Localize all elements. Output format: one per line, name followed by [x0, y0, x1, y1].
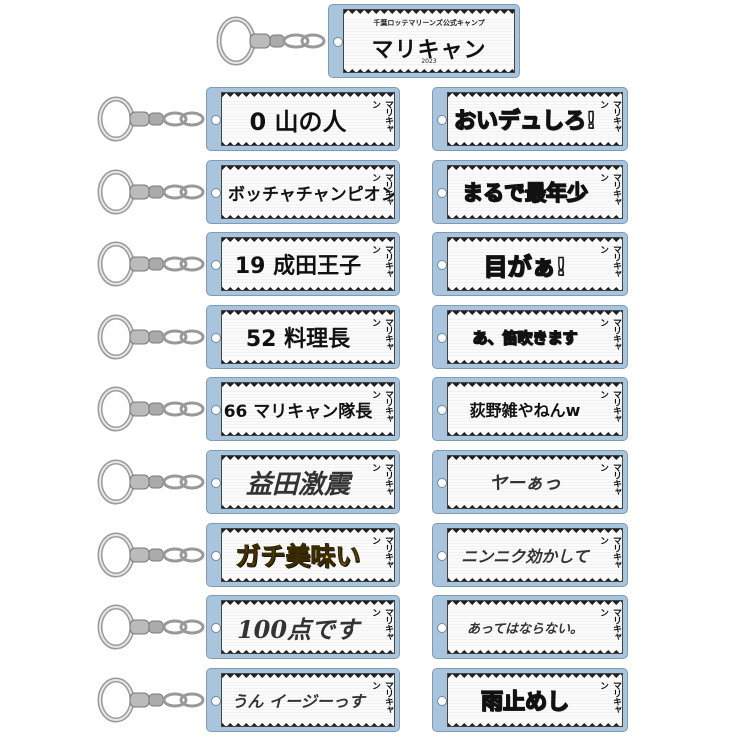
- keychain-left-1: 0 山の人 マリキャン: [94, 87, 400, 151]
- marican-logo: マリキャン: [598, 318, 621, 350]
- keychain-right-6: ヤーぁっ マリキャン: [432, 450, 628, 514]
- tag-label: 100点です: [236, 614, 360, 644]
- keyring-icon: [97, 314, 205, 360]
- keychain-tag: あ、笛吹きます マリキャン: [432, 305, 628, 369]
- keychain-right-3: 目がぁ! マリキャン: [432, 232, 628, 296]
- marican-logo: マリキャン: [370, 536, 393, 568]
- marican-logo: マリキャン: [370, 608, 393, 640]
- keychain-left-4: 52 料理長 マリキャン: [94, 305, 400, 369]
- tag-label: 荻野雑やねんw: [469, 401, 581, 420]
- marican-logo: マリキャン: [598, 173, 621, 205]
- keyring-icon: [97, 677, 205, 723]
- keychain-left-2: 15 ボッチャチャンピオン マリキャン: [94, 160, 400, 224]
- keyring-icon: [97, 169, 205, 215]
- keychain-right-5: 荻野雑やねんw マリキャン: [432, 377, 628, 441]
- tag-label: 益田激震: [245, 469, 350, 500]
- keyring-icon: [97, 532, 205, 578]
- tag-label: 19 成田王子: [234, 254, 362, 279]
- marican-logo: マリキャン: [370, 100, 393, 132]
- keychain-left-3: 19 成田王子 マリキャン: [94, 232, 400, 296]
- tag-label: ガチ美味い: [235, 542, 361, 572]
- keychain-tag: 荻野雑やねんw マリキャン: [432, 377, 628, 441]
- keyring-icon: [97, 459, 205, 505]
- keychain-tag: おいデュしろ! マリキャン: [432, 87, 628, 151]
- keychain-tag: ニンニク効かして マリキャン: [432, 523, 628, 587]
- keychain-tag: 66 マリキャン隊長 マリキャン: [206, 377, 400, 441]
- keychain-right-9: 雨止めし マリキャン: [432, 668, 628, 732]
- keyring-icon: [216, 16, 326, 66]
- keyring-icon: [97, 386, 205, 432]
- keychain-right-7: ニンニク効かして マリキャン: [432, 523, 628, 587]
- header-tag: 千葉ロッテマリーンズ公式キャンプ マリキャン 2023: [328, 4, 520, 78]
- marican-logo: マリキャン: [370, 463, 393, 495]
- tag-label: 66 マリキャン隊長: [223, 401, 373, 422]
- marican-logo: マリキャン: [370, 681, 393, 713]
- marican-logo: マリキャン: [370, 245, 393, 277]
- marican-logo: マリキャン: [370, 173, 393, 205]
- tag-label: ニンニク効かして: [461, 547, 589, 566]
- marican-logo: マリキャン: [370, 318, 393, 350]
- header-year: 2023: [421, 58, 437, 65]
- keychain-tag: ガチ美味い マリキャン: [206, 523, 400, 587]
- keychain-tag: 15 ボッチャチャンピオン マリキャン: [206, 160, 400, 224]
- keychain-tag: 益田激震 マリキャン: [206, 450, 400, 514]
- keychain-right-4: あ、笛吹きます マリキャン: [432, 305, 628, 369]
- keyring-icon: [97, 241, 205, 287]
- tag-label: あってはならない。: [466, 621, 584, 637]
- marican-logo: マリキャン: [598, 681, 621, 713]
- keychain-tag: 52 料理長 マリキャン: [206, 305, 400, 369]
- tag-label: 0 山の人: [249, 107, 347, 136]
- keychain-tag: うん イージーっす マリキャン: [206, 668, 400, 732]
- marican-logo: マリキャン: [598, 245, 621, 277]
- marican-logo: マリキャン: [598, 608, 621, 640]
- keychain-tag: 19 成田王子 マリキャン: [206, 232, 400, 296]
- header-keychain: 千葉ロッテマリーンズ公式キャンプ マリキャン 2023: [210, 4, 520, 78]
- keychain-left-7: ガチ美味い マリキャン: [94, 523, 400, 587]
- keyring-icon: [97, 96, 205, 142]
- tag-label: あ、笛吹きます: [472, 328, 578, 347]
- marican-logo: マリキャン: [370, 390, 393, 422]
- keychain-tag: 0 山の人 マリキャン: [206, 87, 400, 151]
- marican-logo: マリキャン: [598, 536, 621, 568]
- keychain-tag: 雨止めし マリキャン: [432, 668, 628, 732]
- keychain-left-5: 66 マリキャン隊長 マリキャン: [94, 377, 400, 441]
- tag-label: おいデュしろ!: [453, 108, 597, 134]
- tag-label: 目がぁ!: [483, 252, 567, 281]
- keychain-left-9: うん イージーっす マリキャン: [94, 668, 400, 732]
- keychain-right-1: おいデュしろ! マリキャン: [432, 87, 628, 151]
- marican-logo: マリキャン: [598, 463, 621, 495]
- tag-label: うん イージーっす: [231, 692, 365, 711]
- keychain-left-8: 100点です マリキャン: [94, 595, 400, 659]
- keychain-tag: まるで最年少 マリキャン: [432, 160, 628, 224]
- keyring-icon: [97, 604, 205, 650]
- tag-label: ヤーぁっ: [489, 473, 561, 494]
- keychain-right-2: まるで最年少 マリキャン: [432, 160, 628, 224]
- marican-logo: マリキャン: [598, 390, 621, 422]
- tag-label: 52 料理長: [245, 327, 351, 352]
- keychain-left-6: 益田激震 マリキャン: [94, 450, 400, 514]
- tag-label: 雨止めし: [480, 689, 569, 715]
- marican-logo: マリキャン: [598, 100, 621, 132]
- keychain-tag: 目がぁ! マリキャン: [432, 232, 628, 296]
- keychain-right-8: あってはならない。 マリキャン: [432, 595, 628, 659]
- header-subtitle: 千葉ロッテマリーンズ公式キャンプ: [373, 19, 485, 27]
- header-title: マリキャン: [371, 38, 487, 63]
- keychain-tag: あってはならない。 マリキャン: [432, 595, 628, 659]
- tag-label: まるで最年少: [461, 180, 588, 205]
- tag-label: 15 ボッチャチャンピオン: [222, 184, 395, 205]
- keychain-tag: ヤーぁっ マリキャン: [432, 450, 628, 514]
- keychain-tag: 100点です マリキャン: [206, 595, 400, 659]
